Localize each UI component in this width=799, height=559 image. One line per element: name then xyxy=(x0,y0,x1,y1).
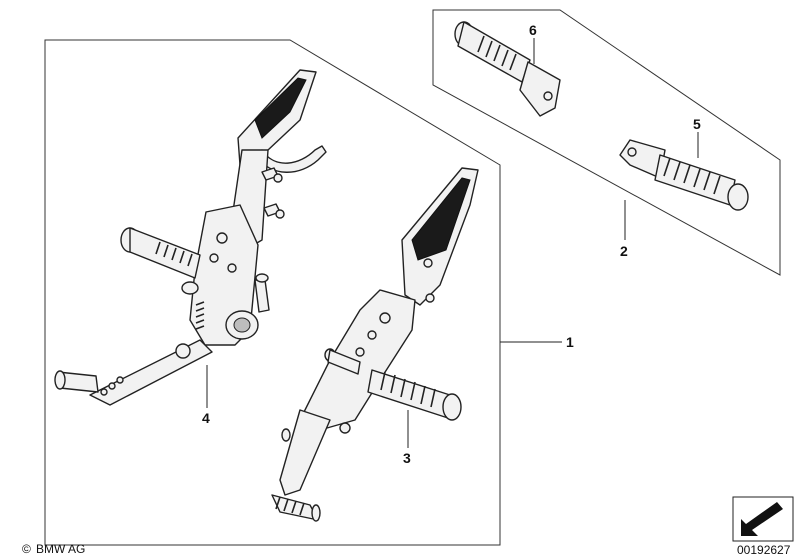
orientation-arrow-icon xyxy=(732,496,794,542)
callout-4: 4 xyxy=(202,410,210,426)
callout-1: 1 xyxy=(566,334,574,350)
callout-2: 2 xyxy=(620,243,628,259)
callout-5: 5 xyxy=(693,116,701,132)
callout-3: 3 xyxy=(403,450,411,466)
group-frame-1 xyxy=(44,39,501,546)
rear-set-right-assembly xyxy=(271,167,479,522)
callout-6: 6 xyxy=(529,22,537,38)
footpeg-part-5 xyxy=(619,139,749,211)
copyright-symbol: © xyxy=(22,542,31,556)
rear-set-left-assembly xyxy=(54,69,327,406)
group-frame-2 xyxy=(432,9,781,276)
footpeg-part-6 xyxy=(454,21,561,117)
brand-name: BMW AG xyxy=(36,542,85,556)
diagram-number: 00192627 xyxy=(737,543,791,557)
copyright-notice: © BMW AG xyxy=(22,542,85,556)
